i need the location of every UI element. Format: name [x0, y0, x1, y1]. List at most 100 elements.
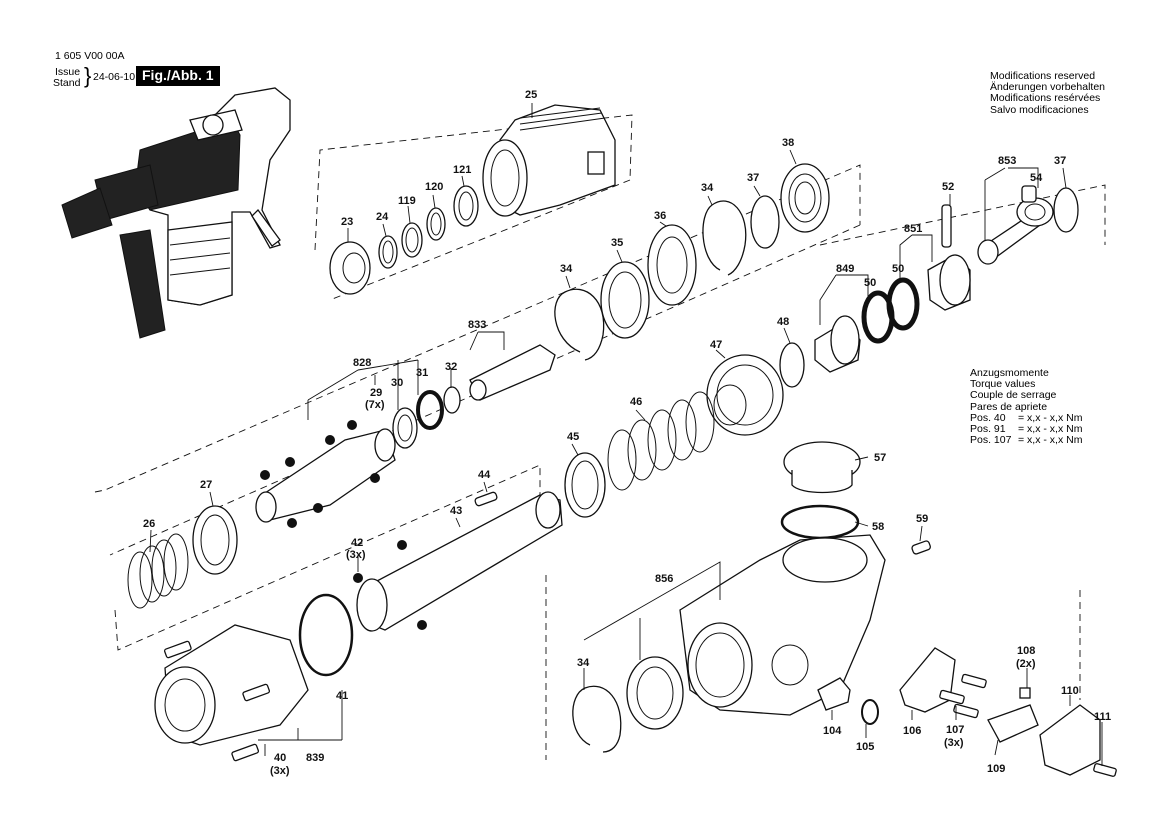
- part-833-shaft: [469, 344, 556, 401]
- label-47: 47: [710, 339, 722, 351]
- label-38: 38: [782, 137, 794, 149]
- label-37: 37: [747, 172, 759, 184]
- part-52-pin: [941, 204, 952, 248]
- part-104-spindle: [817, 677, 851, 711]
- label-119: 119: [398, 195, 416, 207]
- label-50: 50: [864, 277, 876, 289]
- label-29: 29: [370, 387, 382, 399]
- label-31: 31: [416, 367, 428, 379]
- part-34-circlip: [702, 200, 747, 276]
- part-828-tool-holder: [255, 428, 396, 523]
- label-48: 48: [777, 316, 789, 328]
- label-57: 57: [874, 452, 886, 464]
- part-32-ring: [443, 386, 461, 414]
- part-106-bracket: [899, 647, 956, 713]
- part-23-cap: [329, 241, 371, 295]
- label-34: 34: [577, 657, 590, 669]
- part-851-piston: [927, 254, 971, 311]
- part-45-washer: [564, 452, 606, 518]
- part-31-oring: [416, 390, 444, 430]
- label-29-qty: (7x): [365, 399, 385, 411]
- modifications-line: Salvo modificaciones: [990, 103, 1089, 116]
- part-30-ring: [392, 407, 418, 449]
- label-36: 36: [654, 210, 666, 222]
- part-119-ring: [401, 222, 423, 258]
- part-37-ring-2: [1053, 187, 1079, 233]
- torque-heading: Pares de apriete: [970, 400, 1048, 413]
- label-109: 109: [987, 763, 1005, 775]
- torque-value: = x,x - x,x Nm: [1018, 434, 1083, 447]
- label-23: 23: [341, 216, 353, 228]
- label-120: 120: [425, 181, 443, 193]
- issue-brace: }: [84, 63, 92, 88]
- part-54-pin: [1021, 185, 1037, 203]
- torque-heading: Anzugsmomente: [970, 367, 1049, 379]
- balls-42: [353, 540, 427, 630]
- label-24: 24: [376, 211, 389, 223]
- label-104: 104: [823, 725, 842, 737]
- document-number: 1 605 V00 00A: [55, 50, 125, 62]
- part-849-piston: [814, 315, 861, 373]
- label-44: 44: [478, 469, 491, 481]
- label-106: 106: [903, 725, 921, 737]
- torque-value: = x,x - x,x Nm: [1018, 411, 1083, 424]
- issue-label: Issue: [55, 66, 81, 78]
- modifications-note: Modifications reserved Änderungen vorbeh…: [990, 70, 1106, 116]
- part-121-ring: [453, 185, 479, 227]
- part-43-tube: [356, 491, 563, 632]
- part-46-spring: [607, 391, 715, 491]
- label-42-qty: (3x): [346, 549, 366, 561]
- part-34-circlip-2: [554, 288, 605, 361]
- part-41-oring: [298, 593, 354, 677]
- torque-heading: Torque values: [970, 378, 1036, 391]
- label-111: 111: [1094, 711, 1111, 723]
- part-25-sleeve: [482, 104, 616, 217]
- modifications-line: Änderungen vorbehalten: [990, 81, 1106, 94]
- part-48-ring: [779, 342, 805, 388]
- part-59-pin: [911, 540, 931, 555]
- torque-row: Pos. 91= x,x - x,x Nm: [970, 423, 1083, 436]
- label-54: 54: [1030, 172, 1043, 184]
- label-30: 30: [391, 377, 403, 389]
- torque-row: Pos. 107 = x,x - x,x Nm: [970, 435, 1082, 446]
- label-105: 105: [856, 741, 874, 753]
- label-40-qty: (3x): [270, 765, 290, 777]
- label-35: 35: [611, 237, 623, 249]
- part-50-orings: [861, 277, 920, 344]
- label-108-qty: (2x): [1016, 658, 1036, 670]
- label-43: 43: [450, 505, 462, 517]
- torque-heading: Couple de serrage: [970, 389, 1057, 402]
- part-35-washer: [600, 261, 650, 339]
- label-856: 856: [655, 573, 673, 585]
- modifications-line: Modifications reserved: [990, 70, 1096, 82]
- label-828: 828: [353, 357, 371, 369]
- label-27: 27: [200, 479, 212, 491]
- torque-pos: Pos. 107: [970, 434, 1012, 447]
- label-52: 52: [942, 181, 954, 193]
- part-853-wobble: [977, 197, 1054, 265]
- part-34-circlip-3: [572, 685, 622, 753]
- torque-value: = x,x - x,x Nm: [1018, 423, 1083, 436]
- label-26: 26: [143, 518, 155, 530]
- label-853: 853: [998, 155, 1016, 167]
- label-34: 34: [701, 182, 714, 194]
- part-839-flange: [154, 624, 309, 746]
- part-labels: 25 23 24 119 120 121 38 37 34 36 35 34 8…: [143, 89, 1111, 777]
- part-120-ring: [426, 207, 446, 241]
- label-59: 59: [916, 513, 928, 525]
- part-44-pin: [474, 491, 498, 507]
- label-849: 849: [836, 263, 854, 275]
- torque-note: Anzugsmomente Torque values Couple de se…: [970, 367, 1083, 446]
- leader-lines: [149, 103, 1103, 766]
- torque-row: Pos. 40 = x,x - x,x Nm: [970, 411, 1083, 424]
- label-121: 121: [453, 164, 471, 176]
- label-46: 46: [630, 396, 642, 408]
- part-57-cap: [783, 441, 861, 494]
- issue-date: 24-06-10: [93, 71, 136, 83]
- torque-pos: Pos. 40: [970, 411, 1006, 424]
- modifications-line: Modifications resérvées: [990, 92, 1101, 105]
- label-42: 42: [351, 537, 363, 549]
- part-105-oring: [861, 699, 879, 725]
- part-856-nut: [626, 656, 684, 730]
